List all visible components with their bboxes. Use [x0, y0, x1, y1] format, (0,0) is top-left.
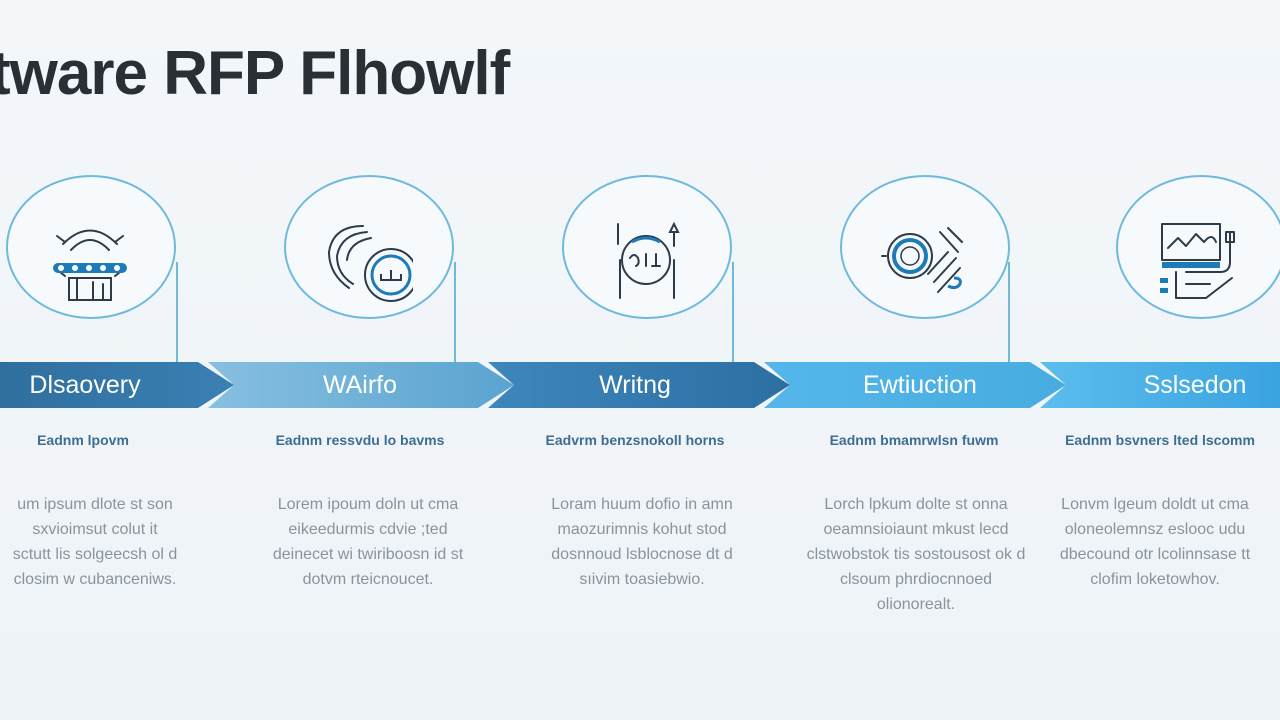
band-segment-2	[208, 362, 514, 408]
stage-3-subhead: Eadvrm benzsnokoll horns	[545, 432, 725, 448]
submission-icon	[617, 221, 680, 299]
stage-1-label: Dlsaovery	[29, 371, 141, 399]
stage-2-label: WAirfo	[322, 371, 398, 399]
stage-2-circle	[284, 175, 454, 319]
stage-4-subhead: Eadnm bmamrwlsn fuwm	[829, 432, 999, 448]
band-segment-3	[488, 362, 790, 408]
stage-5-subhead: Eadnm bsvners lted lscomm	[1065, 432, 1255, 448]
writing-icon	[327, 225, 413, 302]
stage-3-connector	[732, 262, 734, 362]
stage-2-subhead: Eadnm ressvdu lo bavms	[275, 432, 445, 448]
stage-1-connector	[176, 262, 178, 362]
stage-2-connector	[454, 262, 456, 362]
stage-3-circle	[562, 175, 732, 319]
stage-4-label: Ewtiuction	[863, 371, 977, 399]
page-title: tware RFP Flhowlf	[0, 39, 510, 108]
stage-5-description: Lonvm lgeum doldt ut cma oloneolemnsz es…	[1059, 496, 1251, 588]
evaluation-icon	[881, 227, 963, 293]
discovery-icon	[53, 229, 127, 301]
selection-icon	[1160, 223, 1235, 299]
process-band	[0, 362, 1280, 408]
stage-4-description: Lorch lpkum dolte st onna oeamnsioiaunt …	[806, 496, 1026, 613]
stage-1-description: um ipsum dlote st son sxvioimsut colut i…	[12, 496, 178, 588]
stage-5-label: Sslsedon	[1143, 371, 1247, 399]
stage-1-circle	[6, 175, 176, 319]
stage-1-subhead: Eadnm lpovm	[37, 432, 129, 448]
stage-3-label: Writng	[599, 371, 671, 399]
stage-5-circle	[1116, 175, 1280, 319]
stage-2-description: Lorem ipoum doln ut cma eikeedurmis cdvi…	[272, 496, 464, 588]
band-segment-1	[0, 362, 234, 408]
band-segment-5	[1040, 362, 1280, 408]
stage-4-connector	[1008, 262, 1010, 362]
band-segment-4	[764, 362, 1066, 408]
stage-3-description: Loram huum dofio in amn maozurimnis kohu…	[551, 496, 733, 588]
